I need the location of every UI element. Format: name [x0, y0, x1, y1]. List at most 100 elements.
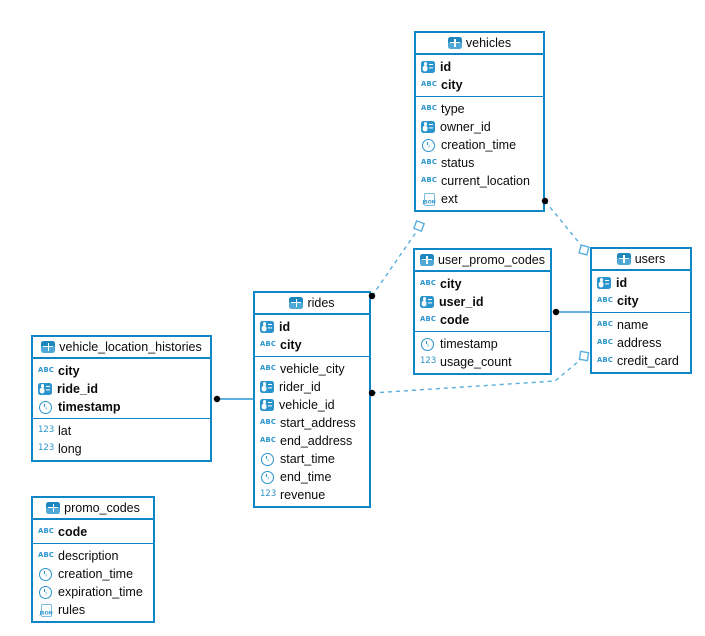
primary-key-section: city user_id code [415, 272, 550, 332]
table-users[interactable]: users id city name address credit_card [590, 247, 692, 374]
column-row[interactable]: city [255, 336, 369, 354]
column-row[interactable]: city [416, 76, 543, 94]
column-row[interactable]: revenue [255, 486, 369, 504]
columns-section: name address credit_card [592, 313, 690, 372]
column-row[interactable]: creation_time [33, 565, 153, 583]
table-rides[interactable]: rides id city vehicle_city rider_id vehi… [253, 291, 371, 508]
column-row[interactable]: city [33, 362, 210, 380]
table-user_promo_codes[interactable]: user_promo_codes city user_id code times… [413, 248, 552, 375]
time-icon [38, 568, 53, 581]
json-icon [38, 603, 53, 617]
column-row[interactable]: id [416, 58, 543, 76]
column-name: lat [58, 423, 72, 438]
column-row[interactable]: end_time [255, 468, 369, 486]
table-header[interactable]: promo_codes [33, 498, 153, 520]
column-name: current_location [441, 173, 530, 188]
column-name: id [279, 319, 291, 334]
column-name: status [441, 155, 475, 170]
time-icon [38, 586, 53, 599]
column-row[interactable]: usage_count [415, 353, 550, 371]
abc-icon [420, 314, 435, 326]
column-row[interactable]: type [416, 100, 543, 118]
column-row[interactable]: expiration_time [33, 583, 153, 601]
column-name: start_address [280, 415, 356, 430]
column-row[interactable]: address [592, 334, 690, 352]
table-promo_codes[interactable]: promo_codes code description creation_ti… [31, 496, 155, 623]
abc-icon [421, 157, 436, 169]
table-header[interactable]: user_promo_codes [415, 250, 550, 272]
column-row[interactable]: code [415, 311, 550, 329]
table-title: users [634, 252, 666, 266]
columns-section: lat long [33, 419, 210, 460]
table-header[interactable]: vehicle_location_histories [33, 337, 210, 359]
abc-icon [420, 278, 435, 290]
column-row[interactable]: user_id [415, 293, 550, 311]
primary-key-section: id city [592, 271, 690, 313]
column-row[interactable]: name [592, 316, 690, 334]
column-name: code [58, 524, 88, 539]
column-row[interactable]: id [592, 274, 690, 292]
table-icon [447, 37, 462, 49]
column-row[interactable]: start_address [255, 414, 369, 432]
column-name: user_id [439, 294, 484, 309]
column-row[interactable]: status [416, 154, 543, 172]
table-title: user_promo_codes [437, 253, 545, 267]
columns-section: description creation_time expiration_tim… [33, 544, 153, 621]
json-icon [421, 192, 436, 206]
column-row[interactable]: credit_card [592, 352, 690, 370]
table-header[interactable]: users [592, 249, 690, 271]
column-row[interactable]: description [33, 547, 153, 565]
time-icon [421, 139, 436, 152]
table-title: vehicle_location_histories [59, 340, 202, 354]
column-row[interactable]: end_address [255, 432, 369, 450]
num-icon [38, 425, 53, 437]
column-name: creation_time [58, 566, 134, 581]
column-row[interactable]: owner_id [416, 118, 543, 136]
column-name: city [58, 363, 80, 378]
table-vehicles[interactable]: vehicles id city type owner_id creation_… [414, 31, 545, 212]
table-vehicle_location_histories[interactable]: vehicle_location_histories city ride_id … [31, 335, 212, 462]
abc-icon [260, 417, 275, 429]
column-row[interactable]: id [255, 318, 369, 336]
column-row[interactable]: timestamp [33, 398, 210, 416]
abc-icon [597, 295, 612, 307]
column-row[interactable]: city [592, 292, 690, 310]
column-name: end_time [280, 469, 332, 484]
time-icon [420, 338, 435, 351]
table-icon [616, 253, 631, 265]
column-row[interactable]: creation_time [416, 136, 543, 154]
column-row[interactable]: ride_id [33, 380, 210, 398]
abc-icon [421, 79, 436, 91]
column-row[interactable]: vehicle_city [255, 360, 369, 378]
abc-icon [260, 339, 275, 351]
uuid-icon [597, 276, 611, 289]
uuid-icon [421, 60, 435, 73]
table-icon [289, 297, 304, 309]
column-row[interactable]: vehicle_id [255, 396, 369, 414]
column-name: vehicle_id [279, 397, 335, 412]
column-row[interactable]: code [33, 523, 153, 541]
column-name: id [440, 59, 452, 74]
column-row[interactable]: city [415, 275, 550, 293]
column-row[interactable]: lat [33, 422, 210, 440]
abc-icon [38, 550, 53, 562]
column-row[interactable]: current_location [416, 172, 543, 190]
column-row[interactable]: rules [33, 601, 153, 619]
column-name: long [58, 441, 82, 456]
column-row[interactable]: start_time [255, 450, 369, 468]
num-icon [260, 489, 275, 501]
column-row[interactable]: timestamp [415, 335, 550, 353]
column-name: address [617, 335, 662, 350]
uuid-icon [260, 380, 274, 393]
primary-key-section: id city [416, 55, 543, 97]
table-header[interactable]: rides [255, 293, 369, 315]
column-name: city [280, 337, 302, 352]
column-row[interactable]: ext [416, 190, 543, 208]
column-row[interactable]: rider_id [255, 378, 369, 396]
column-name: description [58, 548, 119, 563]
time-icon [260, 471, 275, 484]
column-name: city [441, 77, 463, 92]
table-header[interactable]: vehicles [416, 33, 543, 55]
column-row[interactable]: long [33, 440, 210, 458]
